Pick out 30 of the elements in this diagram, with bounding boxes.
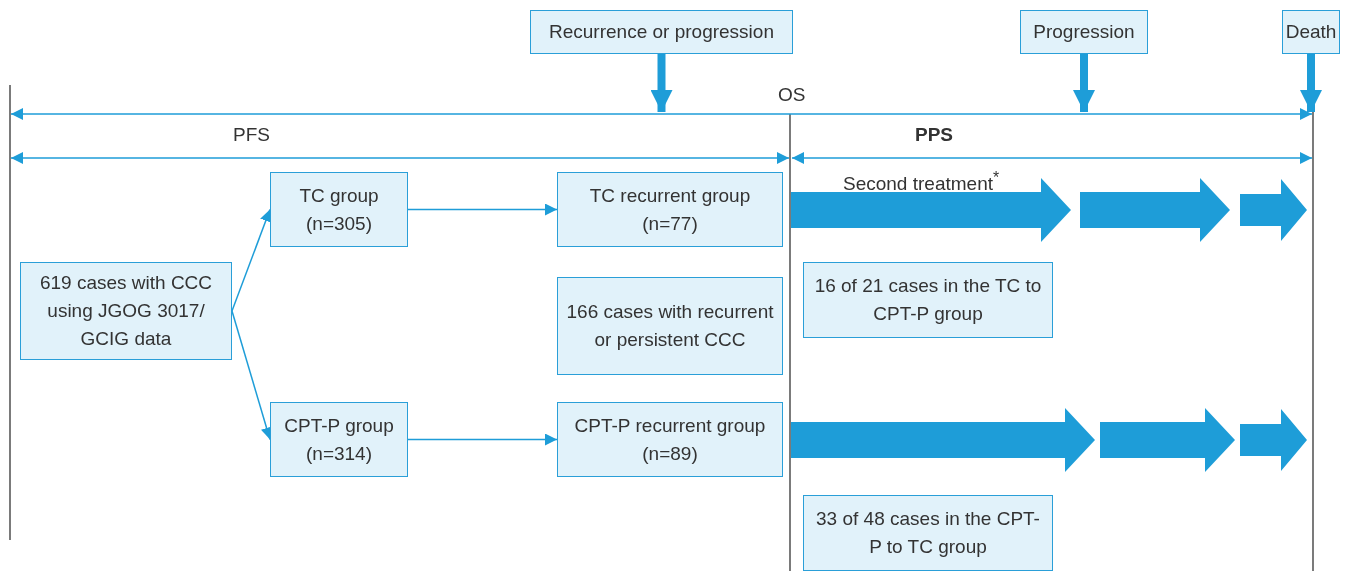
- group-box: [557, 172, 783, 247]
- box-text: 33 of 48 cases in the CPT-P to TC group: [815, 507, 1041, 559]
- box-text: CPT-P group (n=314): [283, 413, 395, 466]
- arrow: [231, 208, 272, 312]
- crossover-box: [803, 262, 1053, 338]
- box-text: TC group (n=305): [298, 183, 380, 236]
- arrow: [407, 433, 558, 446]
- event-box: [1020, 10, 1148, 54]
- arrow-label: Second treatment$^{*}$: [843, 168, 1000, 196]
- box-text: Recurrence or progression: [548, 20, 775, 44]
- group-box: [270, 402, 408, 477]
- box-text: CPT-P recurrent group (n=89): [573, 413, 767, 466]
- cohort-box: [20, 262, 232, 360]
- box-text: 619 cases with CCC using JGOG 3017/ GCIG data: [38, 271, 214, 351]
- span-label: OS: [778, 84, 806, 106]
- arrow: [1300, 54, 1322, 112]
- crossover-box: [803, 495, 1053, 571]
- box-text: 16 of 21 cases in the TC to CPT-P group: [813, 274, 1043, 326]
- summary-box: [557, 277, 783, 375]
- event-box: [1282, 10, 1340, 54]
- box-text: TC recurrent group (n=77): [588, 183, 752, 236]
- group-box: [557, 402, 783, 477]
- arrow: [407, 203, 558, 216]
- group-box: [270, 172, 408, 247]
- span-label: PFS: [233, 124, 270, 146]
- span-label: PPS: [915, 124, 954, 146]
- event-box: [530, 10, 793, 54]
- box-text: Death: [1284, 20, 1338, 44]
- box-text: 166 cases with recurrent or persistent CCC: [565, 300, 775, 352]
- box-text: Progression: [1032, 20, 1136, 44]
